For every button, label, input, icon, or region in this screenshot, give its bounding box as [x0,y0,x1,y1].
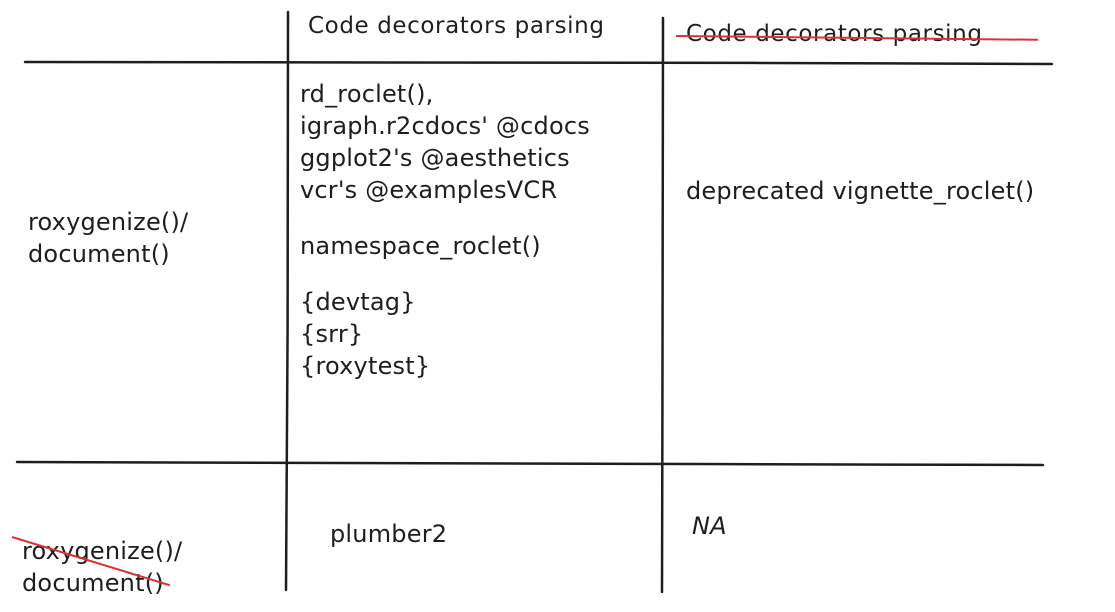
list-item: igraph.r2cdocs' @cdocs [300,112,590,140]
list-item: {roxytest} [300,352,431,380]
r2c2-cell: NA [692,512,727,540]
row2-label: roxygenize()/ document() [22,535,182,599]
r2c1-cell: plumber2 [330,520,448,548]
list-item: {srr} [300,320,364,348]
row2-label-line1: roxygenize()/ [22,537,183,565]
list-item: vcr's @examplesVCR [300,176,558,204]
header-col2: Code decorators parsing [686,21,983,47]
row1-label-line2: document() [28,240,170,268]
row1-label: roxygenize()/ document() [28,206,188,270]
list-item: ggplot2's @aesthetics [300,144,570,172]
list-item: {devtag} [300,288,416,316]
list-item: rd_roclet(), [300,80,434,108]
header-divider-line [23,60,1054,66]
r1c2-cell: deprecated vignette_roclet() [686,177,1035,205]
row-divider-line [15,460,1045,467]
row1-label-line1: roxygenize()/ [28,208,189,236]
column-divider-line-2 [660,16,665,594]
list-item: namespace_roclet() [300,232,541,260]
column-divider-line-1 [284,10,290,592]
header-col1: Code decorators parsing [308,13,605,39]
r1c1-cell: rd_roclet(), igraph.r2cdocs' @cdocs ggpl… [300,78,590,382]
row2-label-line2: document() [22,569,164,597]
